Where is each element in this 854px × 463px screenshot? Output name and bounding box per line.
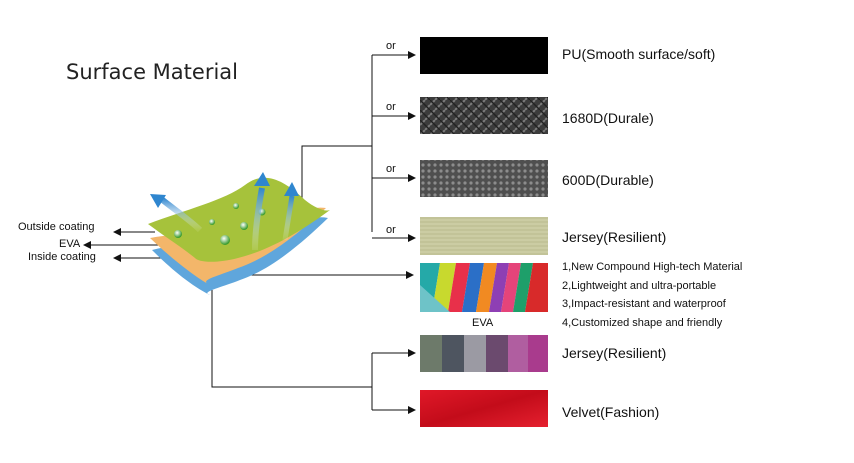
or-label: or	[386, 40, 396, 52]
swatch-jersey-top	[420, 217, 548, 255]
swatch-jersey-bottom	[420, 335, 548, 372]
top-connector-lines	[301, 51, 416, 242]
or-label: or	[386, 101, 396, 113]
material-label-eva: EVA	[472, 317, 494, 329]
swatch-1680d	[420, 97, 548, 134]
fabric-layers-illustration	[148, 172, 330, 295]
eva-layer-label: EVA	[59, 238, 81, 250]
eva-feature-item: 3,Impact-resistant and waterproof	[562, 298, 726, 310]
material-label-600d: 600D(Durable)	[562, 172, 654, 188]
material-label-jersey-bottom: Jersey(Resilient)	[562, 345, 667, 361]
layer-label-arrows	[83, 228, 165, 262]
bottom-connector-lines	[211, 290, 416, 414]
eva-feature-item: 4,Customized shape and friendly	[562, 316, 723, 329]
eva-features-list: 1,New Compound High-tech Material 2,Ligh…	[562, 258, 742, 332]
material-label-pu: PU(Smooth surface/soft)	[562, 46, 716, 62]
page-title: Surface Material	[66, 60, 238, 84]
swatch-velvet	[420, 390, 548, 427]
outside-coating-label: Outside coating	[18, 221, 95, 233]
eva-feature-item: 1,New Compound High-tech Material	[562, 261, 743, 273]
material-label-jersey-top: Jersey(Resilient)	[562, 229, 667, 245]
swatch-pu	[420, 37, 548, 74]
material-label-1680d: 1680D(Durale)	[562, 110, 654, 126]
outside-coating-layer	[148, 177, 330, 262]
inside-coating-label: Inside coating	[28, 251, 96, 263]
or-label: or	[386, 163, 396, 175]
swatch-600d	[420, 160, 548, 197]
material-label-velvet: Velvet(Fashion)	[562, 404, 660, 420]
swatch-eva	[420, 263, 548, 312]
eva-feature-item: 2,Lightweight and ultra-portable	[562, 279, 717, 292]
or-label: or	[386, 224, 396, 236]
